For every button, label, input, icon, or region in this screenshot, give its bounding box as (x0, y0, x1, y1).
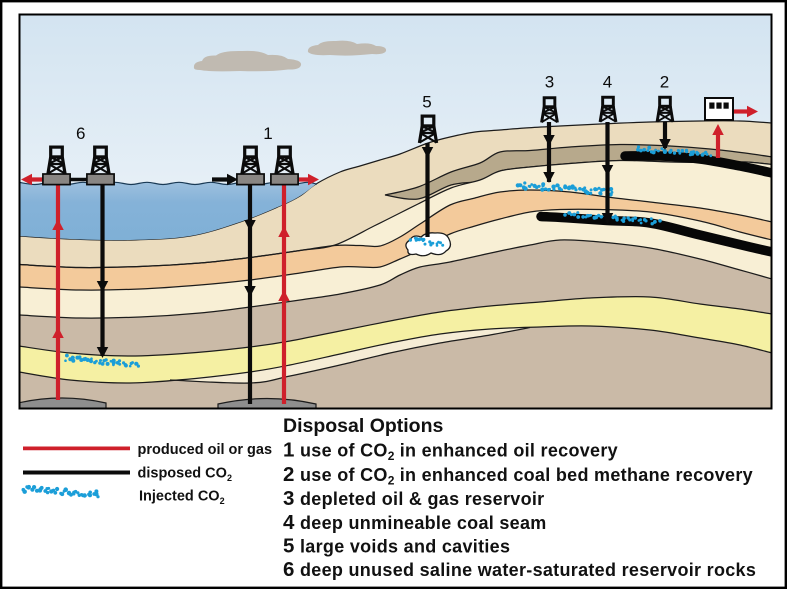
svg-text:1: 1 (263, 124, 272, 143)
svg-text:disposed CO2: disposed CO2 (138, 466, 232, 484)
svg-text:produced oil or gas: produced oil or gas (138, 442, 273, 458)
svg-text:Disposal Options: Disposal Options (283, 415, 444, 437)
svg-text:6 deep unused saline water-sat: 6 deep unused saline water-saturated res… (283, 558, 756, 581)
svg-text:4 deep unmineable coal seam: 4 deep unmineable coal seam (283, 511, 547, 534)
svg-text:1 use of CO2 in enhanced oil r: 1 use of CO2 in enhanced oil recovery (283, 439, 618, 464)
svg-text:5: 5 (422, 93, 431, 112)
svg-text:3 depleted oil & gas reservoir: 3 depleted oil & gas reservoir (283, 487, 545, 510)
svg-text:4: 4 (603, 72, 612, 91)
svg-text:2: 2 (660, 72, 669, 91)
svg-text:2 use of CO2 in enhanced coal: 2 use of CO2 in enhanced coal bed methan… (283, 463, 753, 488)
svg-text:5 large voids and cavities: 5 large voids and cavities (283, 535, 510, 558)
svg-text:3: 3 (545, 72, 554, 91)
svg-text:Injected CO2: Injected CO2 (139, 489, 225, 507)
svg-text:6: 6 (76, 124, 85, 143)
